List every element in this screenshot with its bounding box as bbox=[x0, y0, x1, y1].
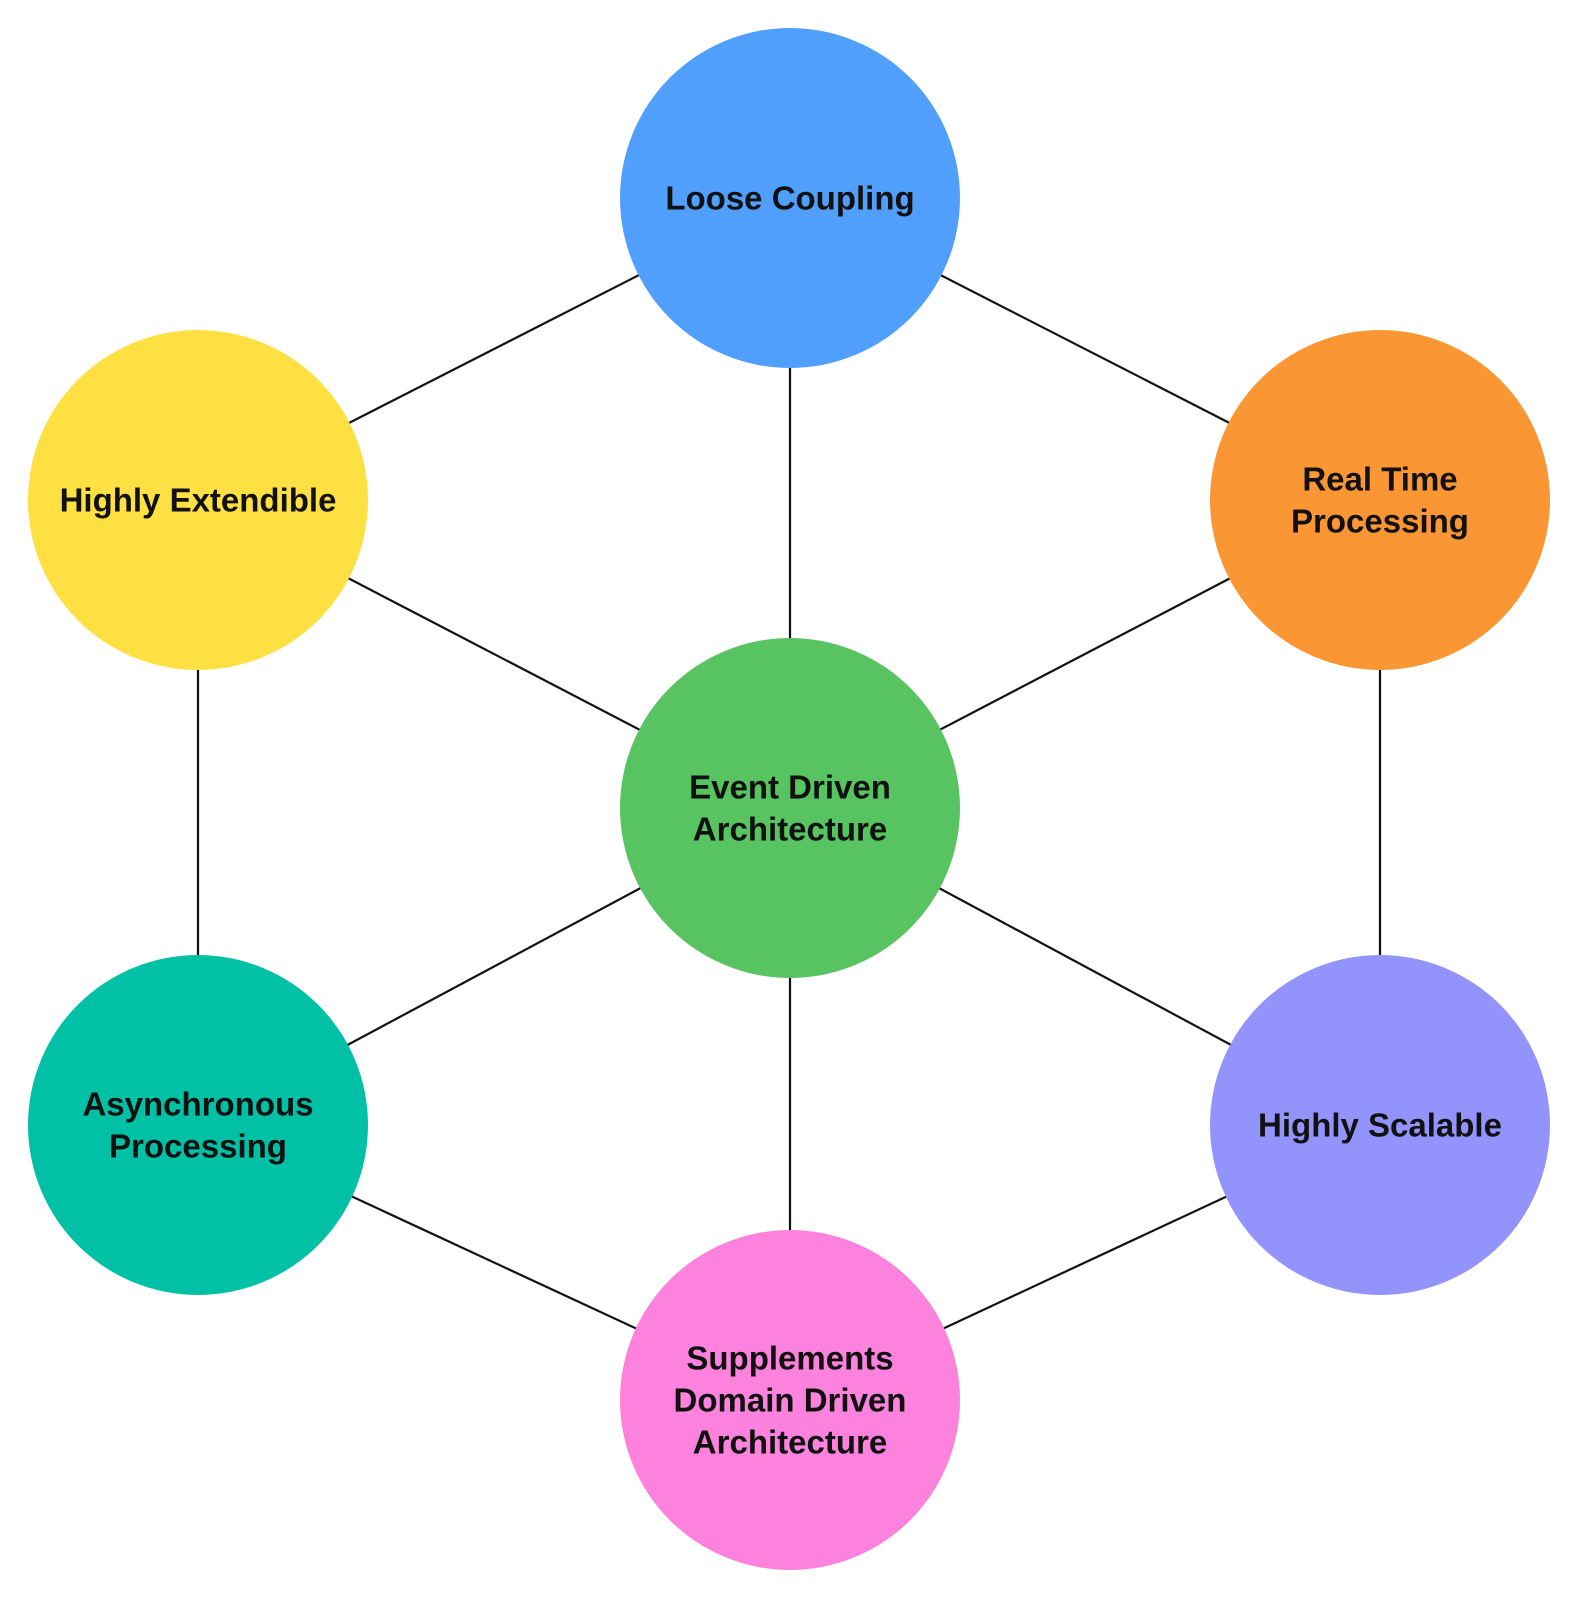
node-supplements-domain-driven-architecture-circle bbox=[620, 1230, 960, 1570]
node-real-time-processing-circle bbox=[1210, 330, 1550, 670]
node-real-time-processing-label: Processing bbox=[1291, 503, 1469, 540]
node-supplements-domain-driven-architecture-label: Architecture bbox=[693, 1424, 887, 1461]
node-loose-coupling: Loose Coupling bbox=[620, 28, 960, 368]
node-highly-extendible-label: Highly Extendible bbox=[60, 482, 337, 519]
node-highly-scalable-label: Highly Scalable bbox=[1258, 1107, 1502, 1144]
node-highly-extendible: Highly Extendible bbox=[28, 330, 368, 670]
node-event-driven-architecture-label: Event Driven bbox=[689, 769, 891, 806]
node-loose-coupling-label: Loose Coupling bbox=[665, 180, 914, 217]
node-asynchronous-processing-circle bbox=[28, 955, 368, 1295]
node-real-time-processing-label: Real Time bbox=[1302, 461, 1457, 498]
node-event-driven-architecture-circle bbox=[620, 638, 960, 978]
node-loose-coupling-circle bbox=[620, 28, 960, 368]
node-highly-scalable-circle bbox=[1210, 955, 1550, 1295]
node-event-driven-architecture-label: Architecture bbox=[693, 811, 887, 848]
node-highly-scalable: Highly Scalable bbox=[1210, 955, 1550, 1295]
node-supplements-domain-driven-architecture-label: Domain Driven bbox=[674, 1382, 907, 1419]
node-asynchronous-processing-label: Asynchronous bbox=[82, 1086, 313, 1123]
node-highly-extendible-circle bbox=[28, 330, 368, 670]
node-supplements-domain-driven-architecture-label: Supplements bbox=[686, 1340, 893, 1377]
node-asynchronous-processing-label: Processing bbox=[109, 1128, 287, 1165]
